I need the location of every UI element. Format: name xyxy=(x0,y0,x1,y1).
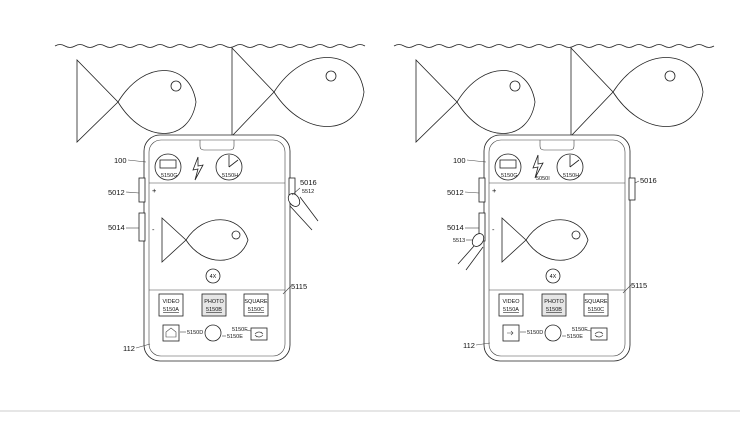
bottom-ref-f: 5150F xyxy=(232,327,248,333)
mode-video-label: VIDEO xyxy=(502,299,520,305)
ref-button-right: 5016 xyxy=(640,176,657,185)
mode-photo[interactable] xyxy=(201,293,227,317)
mode-video[interactable] xyxy=(158,293,184,317)
icon-left-ref: 5150G xyxy=(161,173,178,179)
ref-preview: 5115 xyxy=(291,282,307,291)
preview-fish xyxy=(501,217,589,263)
mode-square[interactable] xyxy=(583,293,609,317)
mode-square-ref: 5150C xyxy=(248,307,264,313)
device-body xyxy=(483,134,631,362)
bottom-ref-e: 5150E xyxy=(227,334,243,340)
device-bezel xyxy=(148,139,286,357)
mode-photo-ref: 5150B xyxy=(546,307,562,313)
figure-right: 5150G 5050I 5150H + - 4X VIDEO 5150A PHO… xyxy=(393,44,715,362)
side-button-top[interactable] xyxy=(478,177,486,203)
ref-device: 100 xyxy=(114,156,127,165)
mode-square[interactable] xyxy=(243,293,269,317)
ref-touch: 5512 xyxy=(302,189,314,195)
zoom-level: 4X xyxy=(550,274,557,280)
zoom-plus[interactable]: + xyxy=(152,186,157,195)
fish-background-2 xyxy=(231,47,365,137)
fish-background-3 xyxy=(415,59,536,143)
camera-switch-icon[interactable] xyxy=(590,327,608,341)
mode-photo-label: PHOTO xyxy=(544,299,564,305)
mode-photo-label: PHOTO xyxy=(204,299,224,305)
fish-background-1 xyxy=(76,59,197,143)
ref-button-right: 5016 xyxy=(300,178,317,187)
ref-preview: 5115 xyxy=(631,281,647,290)
water-line-right xyxy=(393,44,715,48)
zoom-minus[interactable]: - xyxy=(492,225,495,234)
fish-background-4 xyxy=(570,47,704,137)
zoom-level: 4X xyxy=(210,274,217,280)
zoom-badge[interactable] xyxy=(545,268,561,284)
device-body xyxy=(143,134,291,362)
ref-bezel: 112 xyxy=(123,344,135,353)
bottom-ref-e: 5150E xyxy=(567,334,583,340)
camera-icon[interactable] xyxy=(494,153,522,181)
mode-video-ref: 5150A xyxy=(163,307,179,313)
icon-left-ref: 5150G xyxy=(501,173,518,179)
water-line-left xyxy=(54,44,366,48)
zoom-badge[interactable] xyxy=(205,268,221,284)
gallery-thumbnail[interactable] xyxy=(502,324,520,342)
zoom-plus[interactable]: + xyxy=(492,186,497,195)
mode-photo[interactable] xyxy=(541,293,567,317)
shutter-button[interactable] xyxy=(544,324,562,342)
camera-icon[interactable] xyxy=(154,153,182,181)
ref-button-top: 5012 xyxy=(447,188,464,197)
side-button-mid[interactable] xyxy=(138,212,146,242)
mode-square-label: SQUARE xyxy=(244,299,268,305)
flash-icon[interactable] xyxy=(532,154,544,179)
zoom-minus[interactable]: - xyxy=(152,225,155,234)
bottom-ref-d: 5150D xyxy=(187,330,203,336)
ref-bezel: 112 xyxy=(463,341,475,350)
mode-square-label: SQUARE xyxy=(584,299,608,305)
ref-touch: 5513 xyxy=(453,238,465,244)
touch-finger xyxy=(457,233,485,271)
mode-square-ref: 5150C xyxy=(588,307,604,313)
ref-button-mid: 5014 xyxy=(447,223,464,232)
timer-icon[interactable] xyxy=(556,153,584,181)
ref-device: 100 xyxy=(453,156,466,165)
icon-middle-ref: 5050I xyxy=(536,176,550,182)
bottom-ref-d: 5150D xyxy=(527,330,543,336)
camera-switch-icon[interactable] xyxy=(250,327,268,341)
icon-right-ref: 5150H xyxy=(563,173,579,179)
mode-video-label: VIDEO xyxy=(162,299,180,305)
touch-finger xyxy=(287,193,319,231)
mode-video-ref: 5150A xyxy=(503,307,519,313)
timer-icon[interactable] xyxy=(215,153,243,181)
gallery-thumbnail[interactable] xyxy=(162,324,180,342)
ref-button-mid: 5014 xyxy=(108,223,125,232)
mode-video[interactable] xyxy=(498,293,524,317)
flash-icon[interactable] xyxy=(192,156,204,181)
side-button-top[interactable] xyxy=(138,177,146,203)
mode-photo-ref: 5150B xyxy=(206,307,222,313)
ref-button-top: 5012 xyxy=(108,188,125,197)
shutter-button[interactable] xyxy=(204,324,222,342)
side-button-right[interactable] xyxy=(628,177,636,201)
preview-fish xyxy=(161,217,249,263)
bottom-ref-f: 5150F xyxy=(572,327,588,333)
device-bezel xyxy=(488,139,626,357)
icon-right-ref: 5150H xyxy=(222,173,238,179)
figure-left: 5150G 5150H + - 4X VIDEO 5150A PHOTO 515… xyxy=(54,44,366,362)
